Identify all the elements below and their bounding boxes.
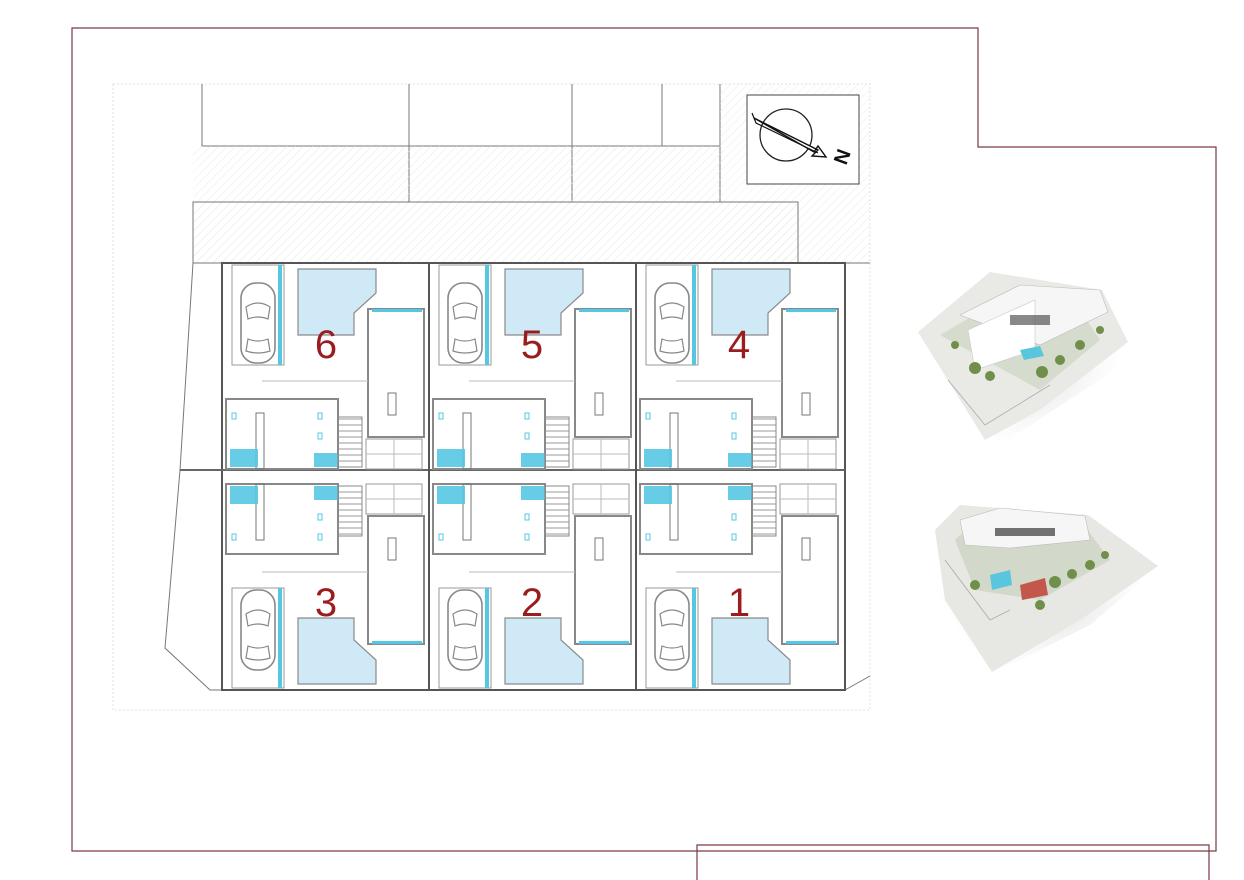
unit-plan-5 [432,483,632,689]
pool [711,268,791,336]
north-label: N [830,146,856,167]
road-edge [192,201,799,264]
pool [297,617,377,685]
unit-plan-2 [432,264,632,470]
compass-circle-icon [759,108,813,162]
title-block-frame [696,844,1210,880]
unit-plan-1 [225,264,425,470]
unit-number-6: 6 [315,323,337,367]
unit-number-1: 1 [728,581,750,625]
pool [711,617,791,685]
aerial-render-2 [935,505,1160,675]
unit-number-2: 2 [521,581,543,625]
unit-number-3: 3 [315,581,337,625]
property-boundary [71,27,1217,852]
unit-plan-3 [639,264,839,470]
street-hatched [193,146,720,202]
plan-sheet [112,83,871,711]
units-block [221,262,846,691]
unit-number-4: 4 [728,323,750,367]
pool [504,617,584,685]
unit-plan-4 [225,483,425,689]
unit-plan-6 [639,483,839,689]
pool [504,268,584,336]
unit-number-5: 5 [521,323,543,367]
north-arrow [746,94,860,185]
aerial-render-1 [918,272,1130,445]
north-arrow-icon [753,117,828,158]
pool [297,268,377,336]
left-strip [164,262,223,691]
